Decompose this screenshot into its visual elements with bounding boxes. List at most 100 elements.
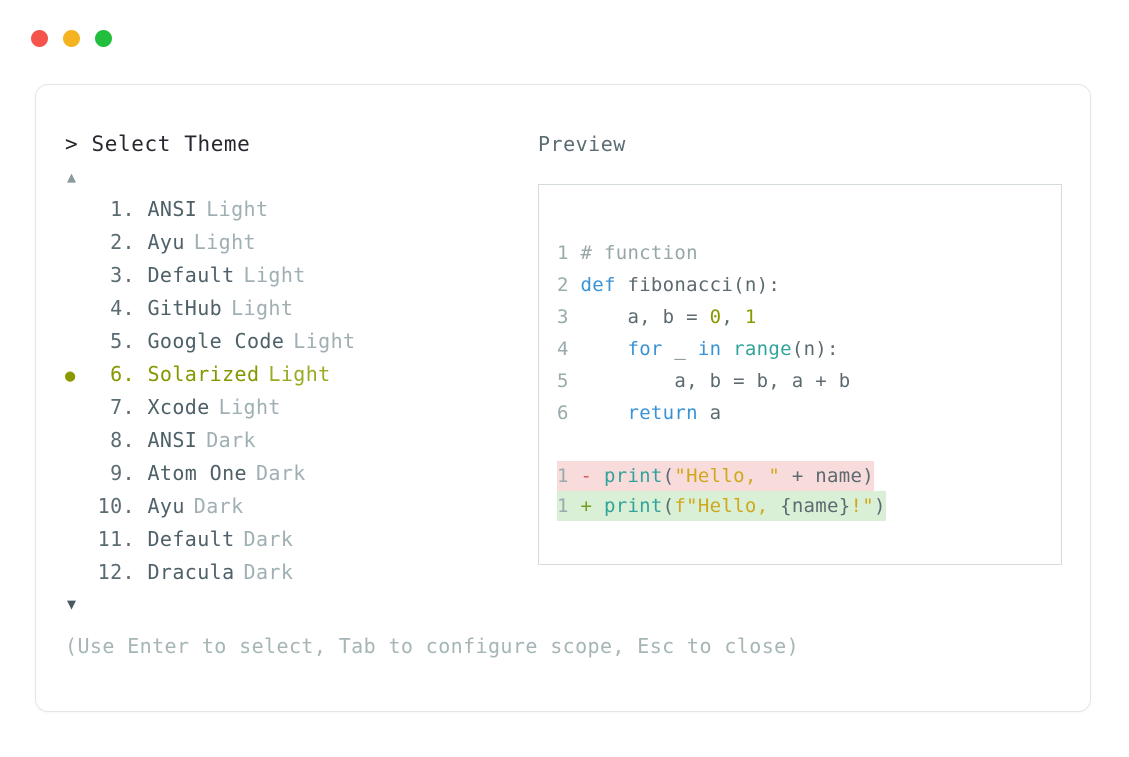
theme-item-variant: Dark (206, 428, 256, 452)
theme-item-name: Ayu (135, 230, 185, 254)
code-token: , (721, 306, 745, 328)
theme-item-name: GitHub (135, 296, 223, 320)
bullet-placeholder (65, 426, 91, 459)
page-title: > Select Theme (65, 132, 535, 157)
scroll-up-icon[interactable]: ▲ (67, 168, 77, 186)
theme-item-variant: Light (268, 362, 331, 386)
code-token (580, 338, 627, 360)
theme-list-item[interactable]: 4. GitHub Light (65, 292, 535, 325)
code-line-number: 3 (557, 306, 581, 328)
preview-column: Preview 1 # function 2 def fibonacci(n): 3… (538, 132, 1068, 565)
theme-item-name: Dracula (135, 560, 235, 584)
diff-line-number: 1 (557, 465, 581, 487)
theme-item-variant: Dark (243, 527, 294, 551)
bullet-placeholder (65, 525, 91, 558)
theme-item-variant: Light (243, 263, 306, 287)
code-token: ( (662, 495, 675, 517)
diff-lines: 1 - print("Hello, " + name)1 + print(f"H… (557, 461, 1055, 521)
theme-item-index: 10. (97, 494, 135, 518)
bullet-placeholder (65, 492, 91, 525)
code-token: + name (780, 465, 863, 487)
theme-list-item[interactable]: 2. Ayu Light (65, 226, 535, 259)
theme-list-item[interactable]: ● 6. Solarized Light (65, 358, 535, 391)
bullet-placeholder (65, 195, 91, 228)
code-token: fibonacci (627, 274, 734, 296)
theme-item-name: ANSI (135, 428, 198, 452)
theme-item-variant: Light (231, 296, 294, 320)
theme-item-index: 4. (110, 296, 135, 320)
theme-item-name: Xcode (135, 395, 210, 419)
code-token: 1 (744, 306, 757, 328)
selected-bullet-icon: ● (65, 366, 76, 386)
theme-item-variant: Dark (255, 461, 306, 485)
bullet-placeholder (65, 393, 91, 426)
theme-list-item[interactable]: 9. Atom One Dark (65, 457, 535, 490)
theme-item-index: 1. (110, 197, 135, 221)
bullet-placeholder (65, 294, 91, 327)
code-token: ( (662, 465, 675, 487)
code-line-number: 2 (557, 274, 581, 296)
theme-list-item[interactable]: 8. ANSI Dark (65, 424, 535, 457)
code-token: f"Hello, (674, 495, 781, 517)
theme-list-item[interactable]: 5. Google Code Light (65, 325, 535, 358)
theme-item-index: 8. (110, 428, 135, 452)
code-token: in (697, 338, 722, 360)
diff-minus-icon: - (580, 465, 604, 487)
theme-item-variant: Light (193, 230, 256, 254)
theme-item-name: ANSI (135, 197, 198, 221)
prompt-caret-icon: > (65, 132, 92, 156)
code-token: for (627, 338, 663, 360)
theme-item-name: Default (135, 263, 235, 287)
code-token: print (603, 495, 663, 517)
close-button[interactable] (31, 30, 48, 47)
theme-list-item[interactable]: 3. Default Light (65, 259, 535, 292)
theme-item-index: 9. (110, 461, 135, 485)
code-line-number: 1 (557, 242, 581, 264)
code-line-number: 6 (557, 402, 581, 424)
theme-item-name: Ayu (135, 494, 185, 518)
code-line: 4 for _ in range(n): (557, 333, 1055, 365)
theme-item-name: Atom One (135, 461, 247, 485)
theme-item-name: Solarized (135, 362, 260, 386)
code-token: 0 (709, 306, 722, 328)
theme-item-index: 11. (97, 527, 135, 551)
diff-row: 1 + print(f"Hello, {name}!") (557, 491, 1055, 521)
theme-item-index: 5. (110, 329, 135, 353)
code-line-number: 5 (557, 370, 581, 392)
window-traffic-lights (31, 30, 112, 47)
preview-label: Preview (538, 132, 626, 156)
bullet-placeholder (65, 558, 91, 591)
code-token: _ (662, 338, 698, 360)
bullet-placeholder (65, 261, 91, 294)
code-token (721, 338, 733, 360)
scroll-down-icon[interactable]: ▼ (67, 595, 77, 613)
theme-item-variant: Light (293, 329, 356, 353)
code-line-number: 4 (557, 338, 581, 360)
code-token: {name} (780, 495, 851, 517)
code-token: return (627, 402, 698, 424)
diff-plus-icon: + (580, 495, 604, 517)
code-token: # function (580, 242, 698, 264)
zoom-button[interactable] (95, 30, 112, 47)
theme-item-index: 6. (110, 362, 135, 386)
theme-item-name: Google Code (135, 329, 285, 353)
code-token: def (580, 274, 628, 296)
code-token: !" (850, 495, 874, 517)
code-line: 6 return a (557, 397, 1055, 429)
bullet-placeholder (65, 228, 91, 261)
theme-item-index: 2. (110, 230, 135, 254)
theme-item-index: 3. (110, 263, 135, 287)
code-token: a (697, 402, 722, 424)
theme-item-index: 12. (97, 560, 135, 584)
minimize-button[interactable] (63, 30, 80, 47)
code-line: 2 def fibonacci(n): (557, 269, 1055, 301)
